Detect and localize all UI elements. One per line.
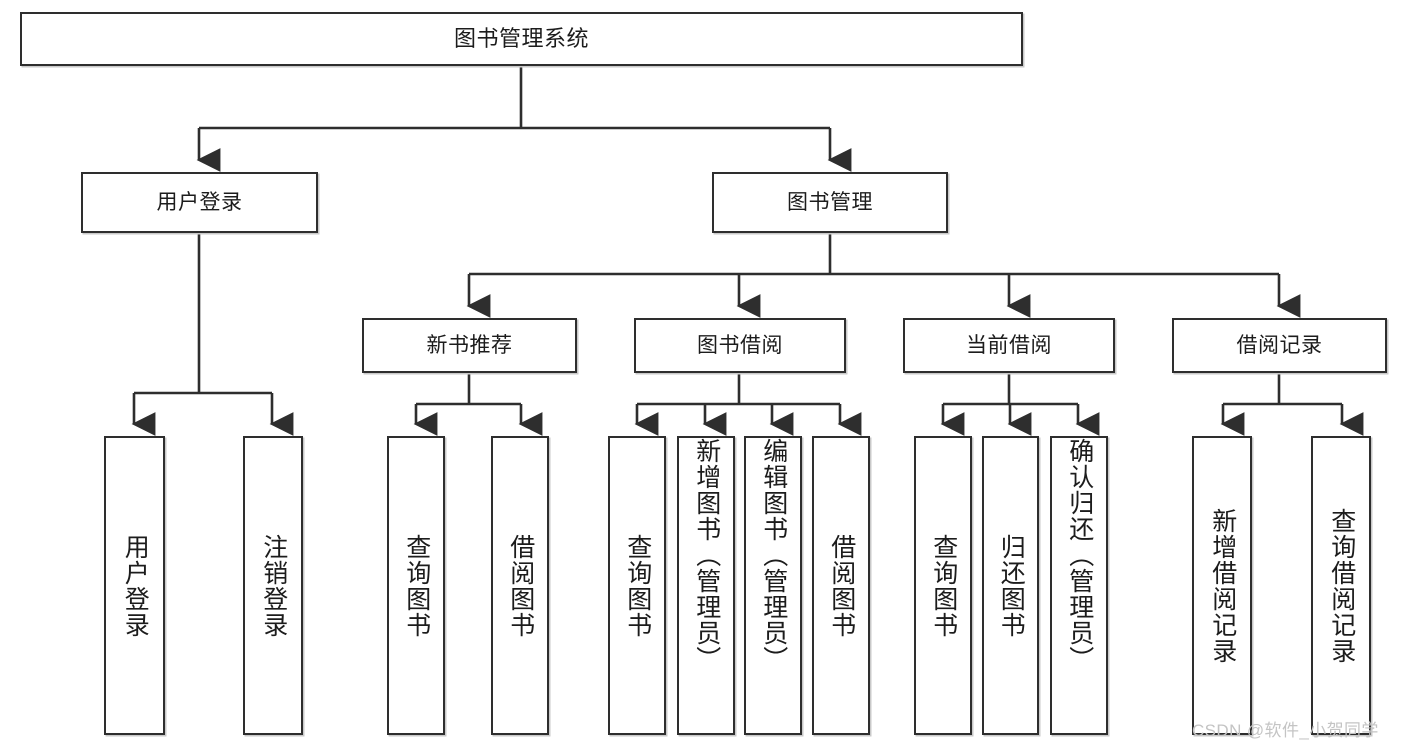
node-current-borrow[interactable]: 当前借阅 xyxy=(903,318,1115,373)
leaf-add-borrow-record[interactable]: 新增借阅记录 xyxy=(1192,436,1252,735)
leaf-edit-book-admin[interactable]: 编辑图书（管理员） xyxy=(744,436,802,735)
node-label: 用户登录 xyxy=(121,533,150,638)
leaf-add-book-admin[interactable]: 新增图书（管理员） xyxy=(677,436,735,735)
node-new-book-recommend[interactable]: 新书推荐 xyxy=(362,318,577,373)
node-label: 新书推荐 xyxy=(426,333,513,357)
node-root-system[interactable]: 图书管理系统 xyxy=(20,12,1023,66)
node-user-login[interactable]: 用户登录 xyxy=(81,172,318,233)
node-label: 借阅图书 xyxy=(506,533,535,638)
node-book-management[interactable]: 图书管理 xyxy=(712,172,948,233)
leaf-logout[interactable]: 注销登录 xyxy=(243,436,303,735)
leaf-borrow-books-borrow[interactable]: 借阅图书 xyxy=(812,436,870,735)
node-label: 新增图书（管理员） xyxy=(692,438,721,672)
node-label: 查询图书 xyxy=(929,533,958,638)
node-label: 查询借阅记录 xyxy=(1327,507,1356,664)
watermark-text: CSDN @软件_小贺同学 xyxy=(1192,721,1379,740)
leaf-query-borrow-record[interactable]: 查询借阅记录 xyxy=(1311,436,1371,735)
node-label: 归还图书 xyxy=(997,533,1026,638)
node-label: 借阅图书 xyxy=(827,533,856,638)
leaf-query-books-borrow[interactable]: 查询图书 xyxy=(608,436,666,735)
leaf-query-books-recommend[interactable]: 查询图书 xyxy=(387,436,445,735)
node-label: 查询图书 xyxy=(402,533,431,638)
node-borrow-records[interactable]: 借阅记录 xyxy=(1172,318,1387,373)
node-label: 查询图书 xyxy=(623,533,652,638)
leaf-borrow-books-recommend[interactable]: 借阅图书 xyxy=(491,436,549,735)
node-label: 图书管理系统 xyxy=(453,25,589,51)
leaf-user-login[interactable]: 用户登录 xyxy=(104,436,165,735)
leaf-return-books[interactable]: 归还图书 xyxy=(982,436,1039,735)
node-label: 借阅记录 xyxy=(1236,333,1323,357)
node-book-borrow[interactable]: 图书借阅 xyxy=(634,318,846,373)
node-label: 图书借阅 xyxy=(697,333,783,357)
node-label: 图书管理 xyxy=(787,190,873,214)
node-label: 当前借阅 xyxy=(966,333,1052,357)
leaf-confirm-return-admin[interactable]: 确认归还（管理员） xyxy=(1050,436,1108,735)
node-label: 用户登录 xyxy=(156,190,243,214)
node-label: 确认归还（管理员） xyxy=(1065,438,1094,672)
node-label: 新增借阅记录 xyxy=(1208,507,1237,664)
node-label: 编辑图书（管理员） xyxy=(759,438,788,672)
leaf-query-books-current[interactable]: 查询图书 xyxy=(914,436,972,735)
node-label: 注销登录 xyxy=(259,533,288,638)
